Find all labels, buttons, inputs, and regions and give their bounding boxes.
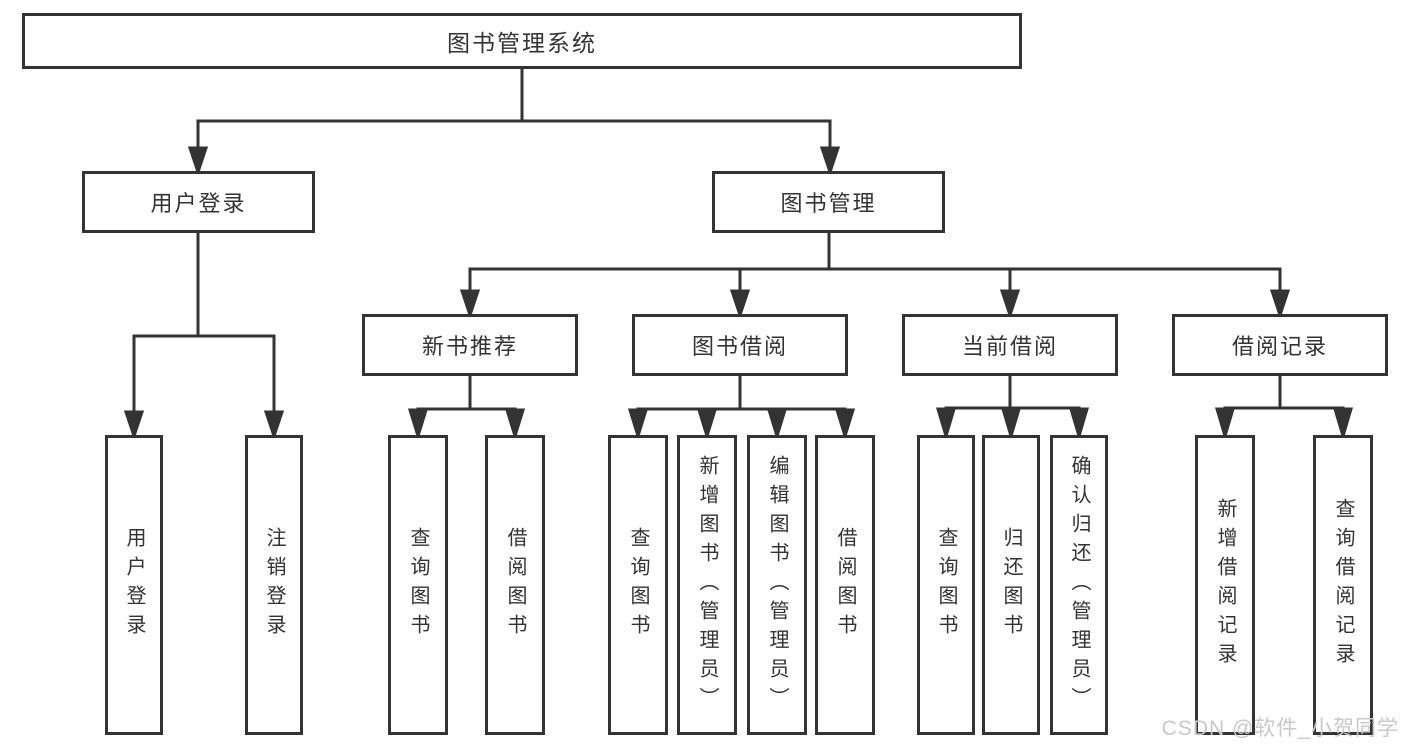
leaf-logout-label: 注销登录 [263,527,285,643]
leaf-query-books-current: 查询图书 [917,435,975,735]
leaf-borrow-books-recommend-label: 借阅图书 [504,527,526,643]
leaf-borrow-books-label: 借阅图书 [834,527,856,643]
leaf-borrow-books: 借阅图书 [815,435,875,735]
leaf-return-books-label: 归还图书 [1000,527,1022,643]
node-user-login: 用户登录 [82,171,315,233]
node-book-management: 图书管理 [712,171,945,233]
node-current-borrowing: 当前借阅 [902,314,1118,376]
leaf-query-borrow-record: 查询借阅记录 [1313,435,1373,735]
leaf-confirm-return-admin-label: 确认归还（管理员） [1068,454,1090,716]
leaf-query-books-recommend: 查询图书 [388,435,448,735]
leaf-query-books-borrow-label: 查询图书 [627,527,649,643]
leaf-query-borrow-record-label: 查询借阅记录 [1332,498,1354,672]
leaf-query-books-borrow: 查询图书 [608,435,668,735]
leaf-edit-books-admin: 编辑图书（管理员） [747,435,807,735]
node-library-management-system: 图书管理系统 [22,13,1022,69]
node-new-book-recommendation: 新书推荐 [362,314,578,376]
leaf-add-borrow-record: 新增借阅记录 [1195,435,1255,735]
leaf-confirm-return-admin: 确认归还（管理员） [1050,435,1108,735]
leaf-add-books-admin: 新增图书（管理员） [677,435,737,735]
node-borrowing-records: 借阅记录 [1172,314,1388,376]
leaf-user-login-label: 用户登录 [123,527,145,643]
leaf-edit-books-admin-label: 编辑图书（管理员） [766,454,788,716]
leaf-add-books-admin-label: 新增图书（管理员） [696,454,718,716]
leaf-return-books: 归还图书 [982,435,1040,735]
leaf-logout: 注销登录 [245,435,303,735]
leaf-add-borrow-record-label: 新增借阅记录 [1214,498,1236,672]
leaf-borrow-books-recommend: 借阅图书 [485,435,545,735]
node-book-borrowing: 图书借阅 [632,314,848,376]
leaf-query-books-recommend-label: 查询图书 [407,527,429,643]
leaf-query-books-current-label: 查询图书 [935,527,957,643]
csdn-watermark: CSDN @软件_小贺同学 [1161,717,1399,740]
leaf-user-login: 用户登录 [105,435,163,735]
